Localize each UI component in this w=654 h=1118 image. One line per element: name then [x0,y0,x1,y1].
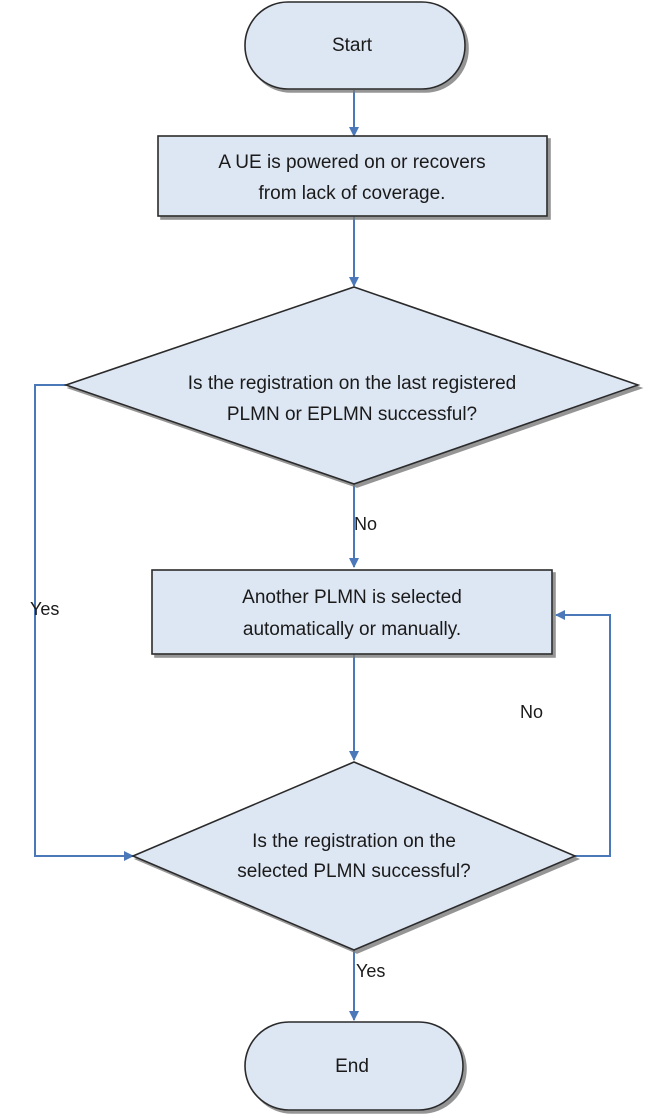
end-label: End [335,1056,369,1077]
decision-selected-diamond [130,761,578,951]
node-decision-last: Is the registration on the last register… [63,286,641,485]
select-plmn-process-shape [151,569,553,655]
connectors [34,90,611,1021]
edge-labels: No Yes No Yes [30,514,543,981]
ue-power-label-line-2: from lack of coverage. [259,183,446,204]
decision-last-label-line-2: PLMN or EPLMN successful? [227,404,477,425]
node-select-plmn: Another PLMN is selected automatically o… [151,569,553,655]
decision-last-diamond [63,286,641,485]
start-label: Start [332,35,373,56]
node-end: End [244,1021,464,1111]
decision-selected-label-line-2: selected PLMN successful? [237,861,470,882]
end-terminator-shape [244,1021,464,1111]
start-terminator-shape [244,1,466,90]
node-decision-selected: Is the registration on the selected PLMN… [130,761,578,951]
ue-power-label-line-1: A UE is powered on or recovers [218,152,485,173]
edge-label-selected-yes: Yes [356,961,385,981]
decision-selected-label-line-1: Is the registration on the [252,831,456,852]
ue-power-process-shape [157,135,548,217]
edge-label-last-no: No [354,514,377,534]
edge-label-last-yes: Yes [30,599,59,619]
decision-last-label-line-1: Is the registration on the last register… [188,373,516,394]
arrow-decision-last-yes [34,384,134,861]
node-ue-power: A UE is powered on or recovers from lack… [157,135,548,217]
select-plmn-label-line-2: automatically or manually. [243,619,461,640]
select-plmn-label-line-1: Another PLMN is selected [242,587,462,608]
arrow-decision-selected-no [555,610,611,857]
edge-label-selected-no: No [520,702,543,722]
node-start: Start [244,1,466,90]
